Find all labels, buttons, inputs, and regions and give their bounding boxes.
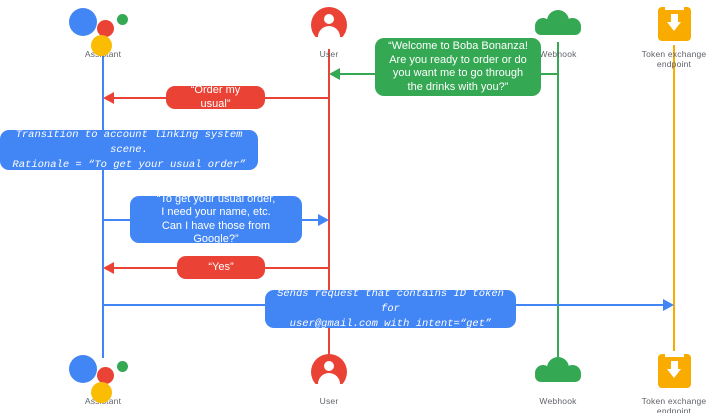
google-assistant-icon <box>43 351 163 403</box>
token-download-icon <box>614 351 725 393</box>
message-note-sends-request: Sends request that contains ID token for… <box>265 288 516 330</box>
cloud-code-icon: <> <box>498 351 618 393</box>
arrow-head-welcome <box>329 68 340 80</box>
actor-label-token-endpoint-bottom: Token exchange endpoint <box>641 396 707 413</box>
lifeline-assistant <box>102 48 104 358</box>
user-avatar-icon <box>269 4 389 49</box>
actor-assistant-top: Assistant <box>43 4 163 59</box>
lifeline-token-endpoint <box>673 45 675 358</box>
lifeline-webhook <box>557 42 559 358</box>
message-bubble-welcome: “Welcome to Boba Bonanza! Are you ready … <box>375 38 541 96</box>
arrow-head-ask-for-name <box>318 214 329 226</box>
actor-user-top: User <box>269 4 389 59</box>
code-brackets-glyph: <> <box>515 356 530 371</box>
actor-assistant-bottom: Assistant <box>43 351 163 406</box>
lifeline-user <box>328 45 330 358</box>
user-avatar-icon <box>269 351 389 396</box>
actor-token-endpoint-top: Token exchange endpoint <box>614 4 725 69</box>
message-note-transition: Transition to account linking system sce… <box>0 129 258 171</box>
actor-label-user-bottom: User <box>319 396 339 406</box>
cloud-code-icon: <> <box>498 4 618 46</box>
arrow-head-yes <box>103 262 114 274</box>
actor-label-user-top: User <box>319 49 339 59</box>
message-bubble-order-my-usual: “Order my usual” <box>166 84 265 110</box>
actor-webhook-top: <> Webhook <box>498 4 618 59</box>
arrow-head-order-my-usual <box>103 92 114 104</box>
arrow-head-sends-request <box>663 299 674 311</box>
message-bubble-yes: “Yes” <box>177 256 265 279</box>
actor-label-webhook-bottom: Webhook <box>539 396 577 406</box>
actor-webhook-bottom: <> Webhook <box>498 351 618 406</box>
actor-label-token-endpoint-top: Token exchange endpoint <box>641 49 707 69</box>
actor-token-endpoint-bottom: Token exchange endpoint <box>614 351 725 413</box>
actor-label-webhook-top: Webhook <box>539 49 577 59</box>
token-download-icon <box>614 4 725 46</box>
actor-user-bottom: User <box>269 351 389 406</box>
google-assistant-icon <box>43 4 163 56</box>
code-brackets-glyph: <> <box>515 9 530 24</box>
message-bubble-ask-for-name: “To get your usual order, I need your na… <box>130 193 302 245</box>
